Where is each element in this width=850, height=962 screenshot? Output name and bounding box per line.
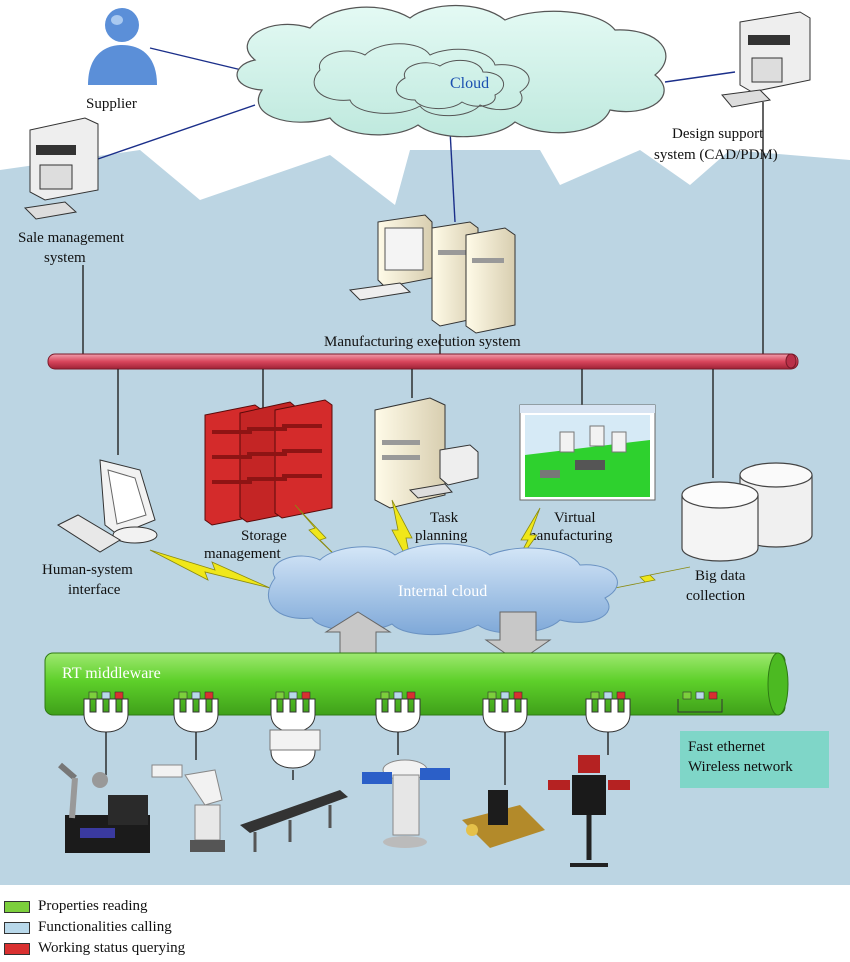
wireless-bolts bbox=[149, 499, 691, 591]
legend-label-properties: Properties reading bbox=[38, 898, 148, 914]
bus-drops bbox=[82, 102, 764, 356]
socket-tab bbox=[114, 691, 124, 700]
socket-tab bbox=[695, 691, 705, 700]
socket-tab bbox=[275, 691, 285, 700]
virtual-label-2: manufacturing bbox=[525, 528, 613, 544]
middleware-socket bbox=[270, 691, 316, 733]
service-drops bbox=[117, 369, 714, 478]
device-links bbox=[105, 732, 609, 785]
socket-tab bbox=[191, 691, 201, 700]
robot-icon-baxter bbox=[548, 755, 630, 867]
socket-tab bbox=[487, 691, 497, 700]
hsi-label-1: Human-system bbox=[42, 562, 133, 578]
socket-tab bbox=[406, 691, 416, 700]
middleware-socket bbox=[83, 691, 129, 733]
virtual-label-1: Virtual bbox=[554, 510, 596, 526]
middleware-socket bbox=[482, 691, 528, 733]
server-icon bbox=[374, 397, 479, 509]
mes-label: Manufacturing execution system bbox=[324, 334, 521, 350]
enterprise-bus bbox=[47, 353, 799, 370]
storage-label-1: Storage bbox=[241, 528, 287, 544]
middleware-socket bbox=[677, 691, 723, 713]
middleware-socket bbox=[173, 691, 219, 733]
socket-tab bbox=[603, 691, 613, 700]
virtual-screen-icon bbox=[519, 404, 656, 501]
socket-tab bbox=[393, 691, 403, 700]
legend-label-working-status: Working status querying bbox=[38, 940, 186, 956]
middleware-socket bbox=[375, 691, 421, 733]
robot-icon-ur bbox=[58, 762, 150, 853]
legend-swatch-properties bbox=[4, 900, 30, 913]
design-support-label-1: Design support bbox=[672, 126, 764, 142]
robot-icon-denso bbox=[151, 764, 225, 852]
robot-icon-yaskawa bbox=[362, 759, 450, 848]
supplier-label: Supplier bbox=[86, 96, 137, 112]
network-line-1: Fast ethernet bbox=[688, 739, 766, 755]
socket-tab bbox=[682, 691, 692, 700]
middleware-socket bbox=[585, 691, 631, 733]
network-line-2: Wireless network bbox=[688, 759, 793, 775]
socket-tab bbox=[101, 691, 111, 700]
legend: Properties reading Functionalities calli… bbox=[4, 896, 185, 959]
legend-swatch-working-status bbox=[4, 942, 30, 955]
wan-links bbox=[94, 47, 736, 223]
sale-mgmt-label-1: Sale management bbox=[18, 230, 125, 246]
monitor-icon bbox=[56, 459, 158, 553]
legend-item-properties: Properties reading bbox=[4, 896, 185, 917]
task-label-1: Task bbox=[430, 510, 459, 526]
design-computer-icon bbox=[721, 11, 811, 108]
socket-tab bbox=[500, 691, 510, 700]
design-support-label-2: system (CAD/PDM) bbox=[654, 147, 778, 163]
legend-item-functionalities: Functionalities calling bbox=[4, 917, 185, 938]
arrow-down-icon bbox=[484, 611, 552, 663]
cloud-label: Cloud bbox=[450, 75, 489, 92]
legend-label-functionalities: Functionalities calling bbox=[38, 919, 172, 935]
socket-tab bbox=[380, 691, 390, 700]
socket-tab bbox=[204, 691, 214, 700]
legend-swatch-functionalities bbox=[4, 921, 30, 934]
socket-empty bbox=[677, 699, 723, 713]
socket-tab bbox=[708, 691, 718, 700]
rt-middleware-label: RT middleware bbox=[62, 665, 161, 682]
robot-icon-gripper bbox=[462, 790, 545, 848]
cloud-shape bbox=[236, 5, 667, 138]
socket-tab bbox=[88, 691, 98, 700]
database-icon bbox=[681, 462, 813, 562]
conveyor-icon bbox=[240, 729, 348, 852]
socket-tab bbox=[590, 691, 600, 700]
mes-server-icon bbox=[348, 214, 516, 334]
storage-rack-icon bbox=[204, 399, 333, 526]
socket-tab bbox=[288, 691, 298, 700]
network-info-box: Fast ethernet Wireless network bbox=[680, 731, 829, 788]
internal-cloud-label: Internal cloud bbox=[398, 583, 487, 600]
socket-tab bbox=[513, 691, 523, 700]
task-label-2: planning bbox=[415, 528, 468, 544]
big-data-label-1: Big data bbox=[695, 568, 746, 584]
socket-tab bbox=[616, 691, 626, 700]
sale-mgmt-label-2: system bbox=[44, 250, 86, 266]
socket-tab bbox=[178, 691, 188, 700]
socket-tab bbox=[301, 691, 311, 700]
storage-label-2: management bbox=[204, 546, 281, 562]
sale-computer-icon bbox=[23, 117, 99, 220]
big-data-label-2: collection bbox=[686, 588, 746, 604]
person-icon bbox=[88, 8, 157, 85]
hsi-label-2: interface bbox=[68, 582, 121, 598]
legend-item-working-status: Working status querying bbox=[4, 938, 185, 959]
